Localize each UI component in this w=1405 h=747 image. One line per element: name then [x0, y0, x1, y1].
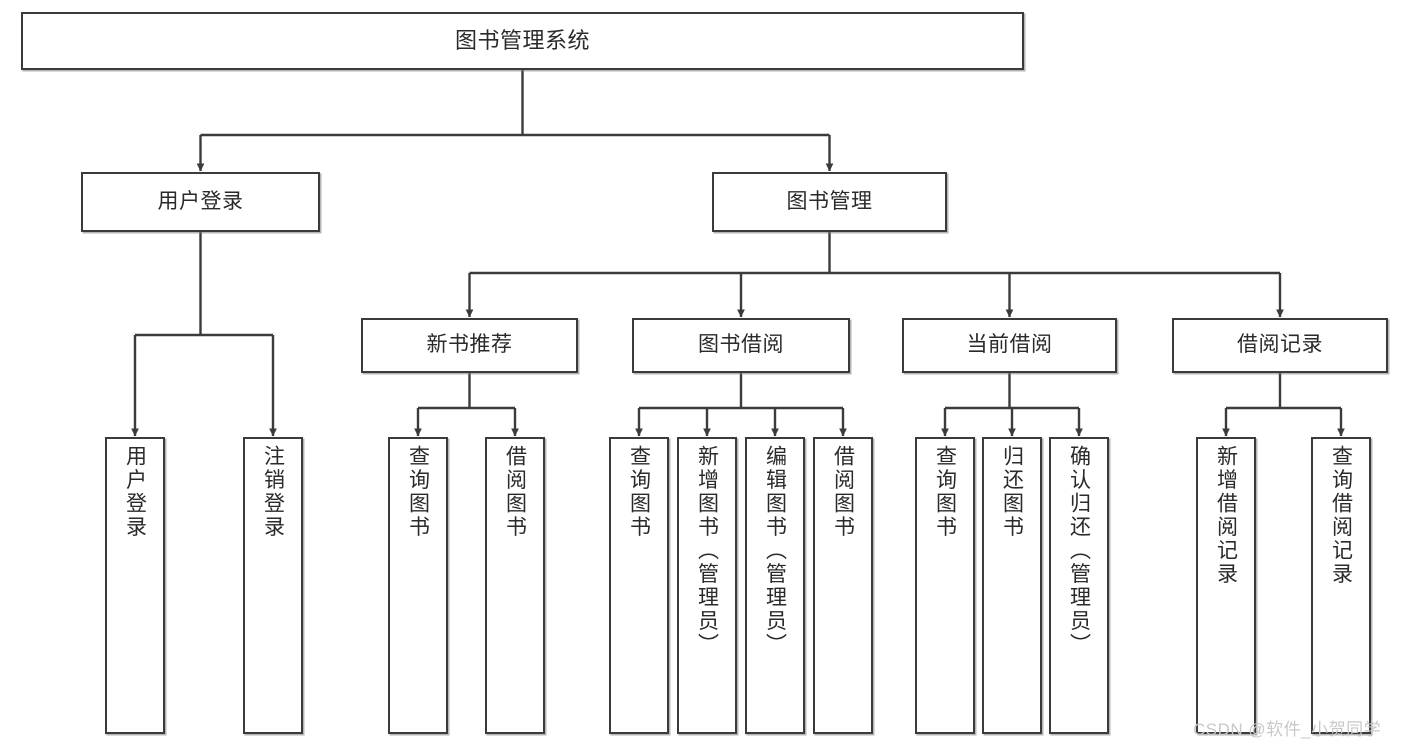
- node-label: 确认归还（管理员）: [1067, 445, 1091, 657]
- node-newbook[interactable]: 新书推荐: [361, 318, 578, 373]
- node-leaf-new-1[interactable]: 查询图书: [388, 437, 448, 734]
- node-label: 借阅记录: [1237, 333, 1323, 357]
- node-leaf-borrow-3[interactable]: 编辑图书（管理员）: [745, 437, 805, 734]
- node-current[interactable]: 当前借阅: [902, 318, 1117, 373]
- node-label: 当前借阅: [966, 333, 1053, 357]
- node-record[interactable]: 借阅记录: [1172, 318, 1388, 373]
- node-label: 用户登录: [157, 189, 244, 213]
- node-leaf-borrow-4[interactable]: 借阅图书: [813, 437, 873, 734]
- node-label: 图书管理系统: [454, 28, 590, 54]
- node-leaf-cur-3[interactable]: 确认归还（管理员）: [1049, 437, 1109, 734]
- node-borrow[interactable]: 图书借阅: [632, 318, 850, 373]
- node-label: 编辑图书（管理员）: [763, 445, 787, 657]
- node-leaf-new-2[interactable]: 借阅图书: [485, 437, 545, 734]
- node-label: 注销登录: [261, 445, 285, 539]
- node-leaf-login-2[interactable]: 注销登录: [243, 437, 303, 734]
- node-leaf-rec-1[interactable]: 新增借阅记录: [1196, 437, 1256, 734]
- node-leaf-cur-1[interactable]: 查询图书: [915, 437, 975, 734]
- node-label: 图书管理: [786, 189, 873, 213]
- node-label: 用户登录: [123, 445, 147, 539]
- node-label: 新书推荐: [426, 333, 513, 357]
- csdn-watermark: CSDN @软件_小贺同学: [1193, 720, 1382, 739]
- node-label: 查询图书: [627, 445, 651, 539]
- node-root[interactable]: 图书管理系统: [21, 12, 1024, 70]
- node-login[interactable]: 用户登录: [81, 172, 320, 232]
- node-label: 借阅图书: [503, 445, 527, 539]
- node-leaf-cur-2[interactable]: 归还图书: [982, 437, 1042, 734]
- node-label: 查询借阅记录: [1329, 445, 1353, 586]
- node-label: 归还图书: [1000, 445, 1024, 539]
- node-leaf-borrow-1[interactable]: 查询图书: [609, 437, 669, 734]
- node-bookmgmt[interactable]: 图书管理: [712, 172, 947, 232]
- node-label: 新增图书（管理员）: [695, 445, 719, 657]
- node-leaf-login-1[interactable]: 用户登录: [105, 437, 165, 734]
- node-label: 查询图书: [933, 445, 957, 539]
- node-leaf-rec-2[interactable]: 查询借阅记录: [1311, 437, 1371, 734]
- node-leaf-borrow-2[interactable]: 新增图书（管理员）: [677, 437, 737, 734]
- node-label: 借阅图书: [831, 445, 855, 539]
- node-label: 图书借阅: [698, 333, 784, 357]
- node-label: 查询图书: [406, 445, 430, 539]
- node-label: 新增借阅记录: [1214, 445, 1238, 586]
